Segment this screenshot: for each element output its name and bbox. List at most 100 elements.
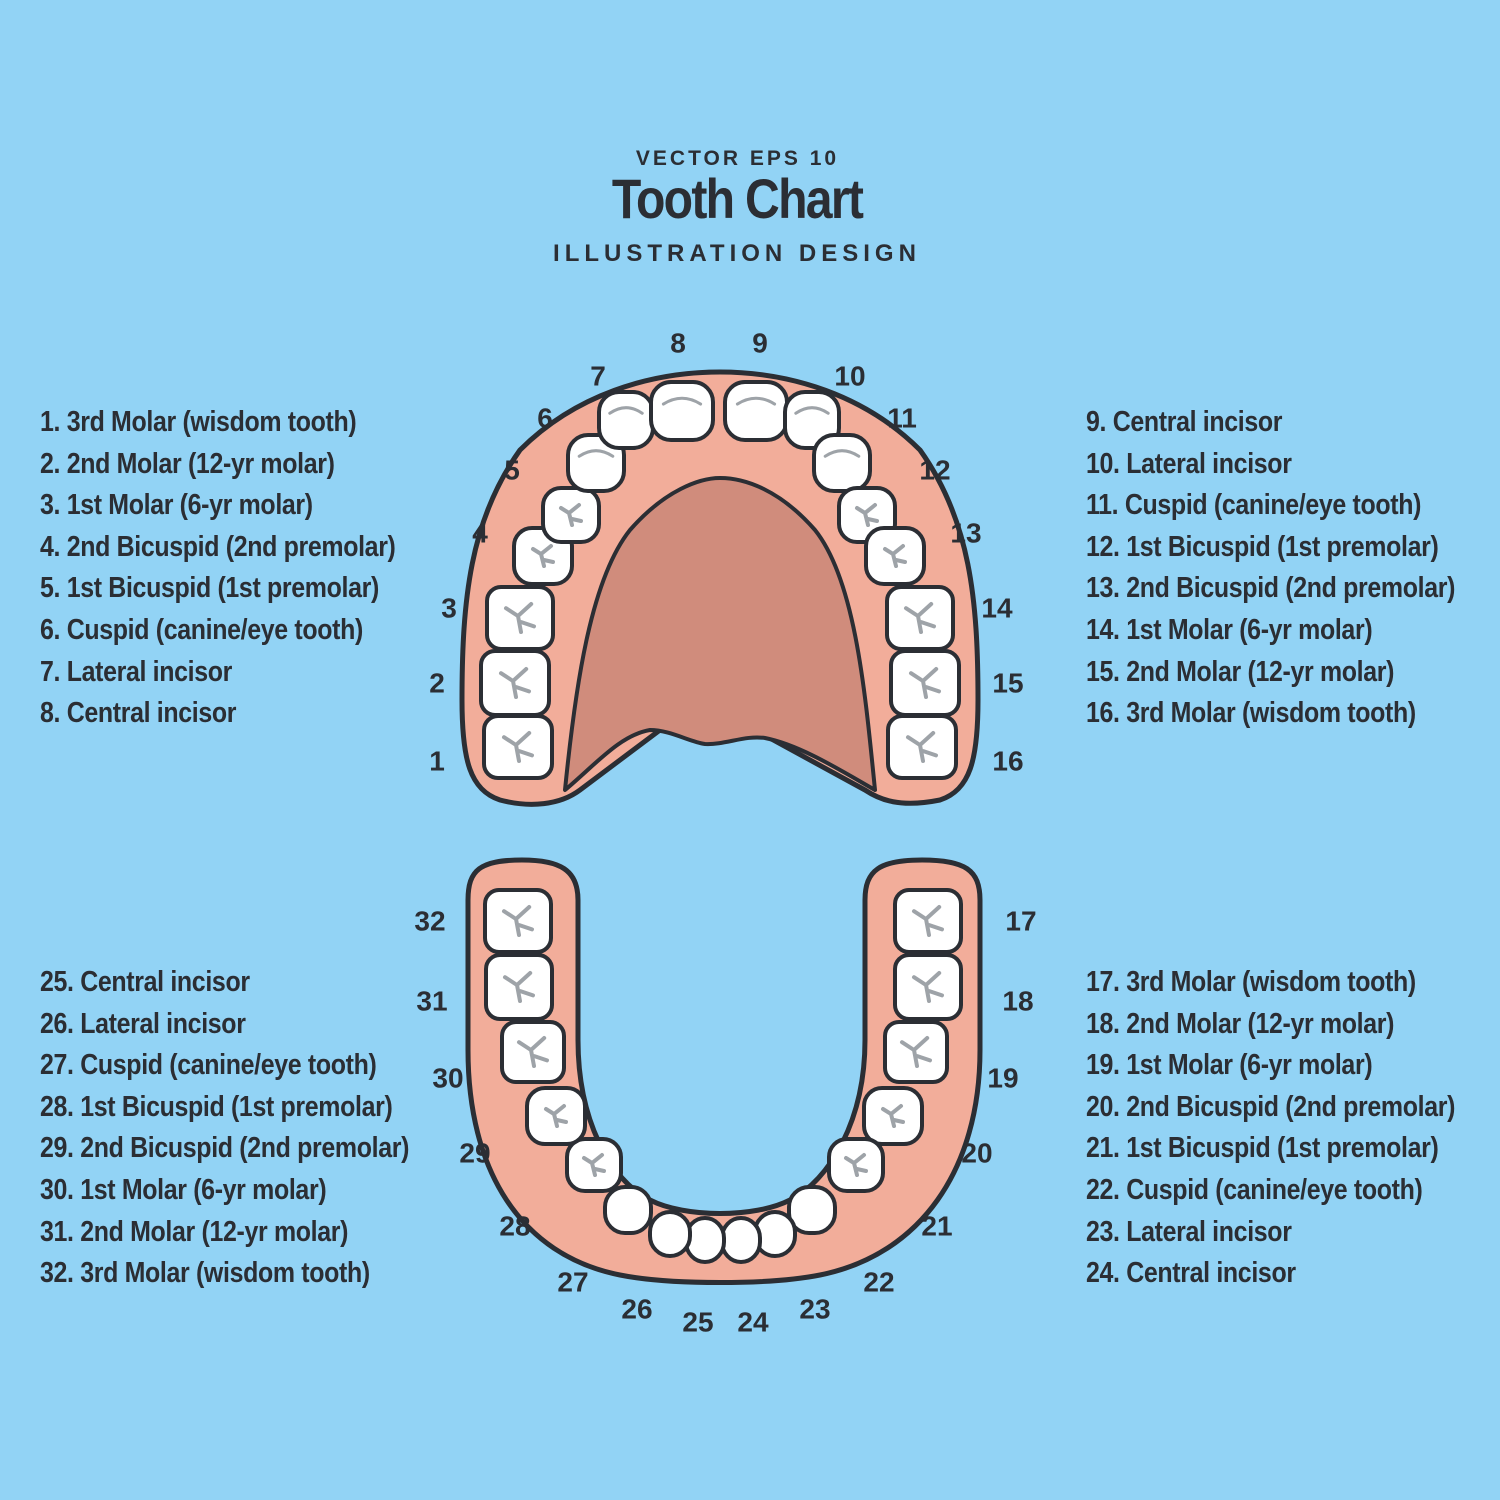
tooth-crease <box>582 1153 606 1177</box>
tooth-crease <box>502 905 534 937</box>
tooth-19-icon <box>883 1020 949 1084</box>
tooth-27-icon <box>603 1185 653 1235</box>
tooth-crease <box>881 1104 905 1128</box>
tooth-number: 25 <box>682 1306 713 1337</box>
tooth-18-icon <box>893 953 963 1021</box>
tooth-1-icon <box>482 714 554 780</box>
legend-item: 12. 1st Bicuspid (1st premolar) <box>1086 530 1439 563</box>
legend-item: 21. 1st Bicuspid (1st premolar) <box>1086 1132 1439 1165</box>
tooth-25-icon <box>684 1216 726 1264</box>
tooth-number: 22 <box>863 1266 894 1297</box>
legend-item: 2. 2nd Molar (12-yr molar) <box>40 447 335 480</box>
tooth-3-icon <box>485 585 555 651</box>
legend-item: 27. Cuspid (canine/eye tooth) <box>40 1049 377 1082</box>
tooth-number: 7 <box>590 360 606 391</box>
tooth-number: 18 <box>1002 985 1033 1016</box>
legend-item: 28. 1st Bicuspid (1st premolar) <box>40 1090 393 1123</box>
legend-item: 24. Central incisor <box>1086 1257 1296 1290</box>
tooth-number: 11 <box>887 402 917 433</box>
legend-item: 31. 2nd Molar (12-yr molar) <box>40 1215 349 1248</box>
legend-item: 14. 1st Molar (6-yr molar) <box>1086 613 1373 646</box>
tooth-29-icon <box>525 1086 587 1146</box>
legend-item: 19. 1st Molar (6-yr molar) <box>1086 1049 1373 1082</box>
tooth-7-icon <box>597 390 655 450</box>
legend-upper-left: 1. 3rd Molar (wisdom tooth) 2. 2nd Molar … <box>40 402 453 735</box>
legend-item: 1. 3rd Molar (wisdom tooth) <box>40 406 357 438</box>
upper-palate <box>563 476 877 792</box>
tooth-number: 21 <box>921 1210 952 1241</box>
tooth-17-icon <box>893 888 963 954</box>
legend-item: 7. Lateral incisor <box>40 655 233 688</box>
tooth-number: 8 <box>670 327 686 358</box>
tooth-crease <box>904 602 936 634</box>
legend-item: 9. Central incisor <box>1086 406 1283 438</box>
tooth-crease <box>517 1036 549 1068</box>
tooth-crease <box>909 667 941 699</box>
tooth-crease <box>503 971 535 1003</box>
tooth-15-icon <box>889 649 961 717</box>
tooth-number: 28 <box>499 1210 530 1241</box>
tooth-crease <box>559 503 583 527</box>
tooth-30-icon <box>500 1020 566 1084</box>
tooth-number: 6 <box>537 402 553 433</box>
tooth-number: 14 <box>981 592 1013 623</box>
tooth-number: 3 <box>441 592 457 623</box>
tooth-crease <box>883 544 907 568</box>
tooth-number: 5 <box>504 454 520 485</box>
legend-item: 15. 2nd Molar (12-yr molar) <box>1086 655 1395 688</box>
tooth-number: 27 <box>557 1266 588 1297</box>
tooth-number: 9 <box>752 327 768 358</box>
tooth-number: 32 <box>414 905 445 936</box>
tooth-number: 4 <box>472 517 488 548</box>
tooth-10-icon <box>783 390 841 450</box>
tooth-9-icon <box>723 380 789 442</box>
tooth-crease <box>906 731 938 763</box>
tooth-crease <box>544 1104 568 1128</box>
legend-item: 5. 1st Bicuspid (1st premolar) <box>40 572 379 605</box>
tooth-number: 1 <box>429 745 445 776</box>
tooth-crease <box>794 406 830 415</box>
lower-teeth <box>483 888 963 1264</box>
legend-item: 3. 1st Molar (6-yr molar) <box>40 489 313 522</box>
tooth-number: 13 <box>950 517 981 548</box>
header-top-line: VECTOR EPS 10 <box>635 147 840 170</box>
tooth-crease <box>855 503 879 527</box>
legend-item: 11. Cuspid (canine/eye tooth) <box>1086 489 1422 522</box>
tooth-number: 29 <box>459 1137 490 1168</box>
tooth-24-icon <box>720 1216 762 1264</box>
tooth-crease <box>608 406 644 415</box>
tooth-number: 26 <box>621 1293 652 1324</box>
legend-item: 13. 2nd Bicuspid (2nd premolar) <box>1086 572 1456 605</box>
tooth-number: 16 <box>992 745 1023 776</box>
tooth-number: 23 <box>799 1293 830 1324</box>
tooth-14-icon <box>885 585 955 651</box>
chart-title: Tooth Chart <box>611 167 864 230</box>
legend-item: 29. 2nd Bicuspid (2nd premolar) <box>40 1132 410 1165</box>
tooth-number: 2 <box>429 667 445 698</box>
tooth-number: 20 <box>961 1137 992 1168</box>
tooth-crease <box>844 1153 868 1177</box>
tooth-16-icon <box>886 714 958 780</box>
tooth-8-icon <box>649 380 715 442</box>
tooth-11-icon <box>812 433 872 493</box>
legend-item: 30. 1st Molar (6-yr molar) <box>40 1173 327 1206</box>
legend-item: 32. 3rd Molar (wisdom tooth) <box>40 1257 370 1290</box>
tooth-number: 24 <box>737 1306 769 1337</box>
legend-item: 16. 3rd Molar (wisdom tooth) <box>1086 697 1416 730</box>
tooth-number: 12 <box>919 454 950 485</box>
tooth-20-icon <box>862 1086 924 1146</box>
tooth-crease <box>504 602 536 634</box>
legend-item: 17. 3rd Molar (wisdom tooth) <box>1086 966 1416 998</box>
tooth-number: 17 <box>1005 905 1036 936</box>
tooth-crease <box>502 731 534 763</box>
tooth-6-icon <box>566 433 626 493</box>
legend-lower-right: 17. 3rd Molar (wisdom tooth)18. 2nd Mola… <box>1086 962 1500 1295</box>
chart-subtitle: ILLUSTRATION DESIGN <box>553 240 921 267</box>
tooth-28-icon <box>565 1137 623 1193</box>
tooth-21-icon <box>827 1137 885 1193</box>
tooth-crease <box>735 396 777 406</box>
